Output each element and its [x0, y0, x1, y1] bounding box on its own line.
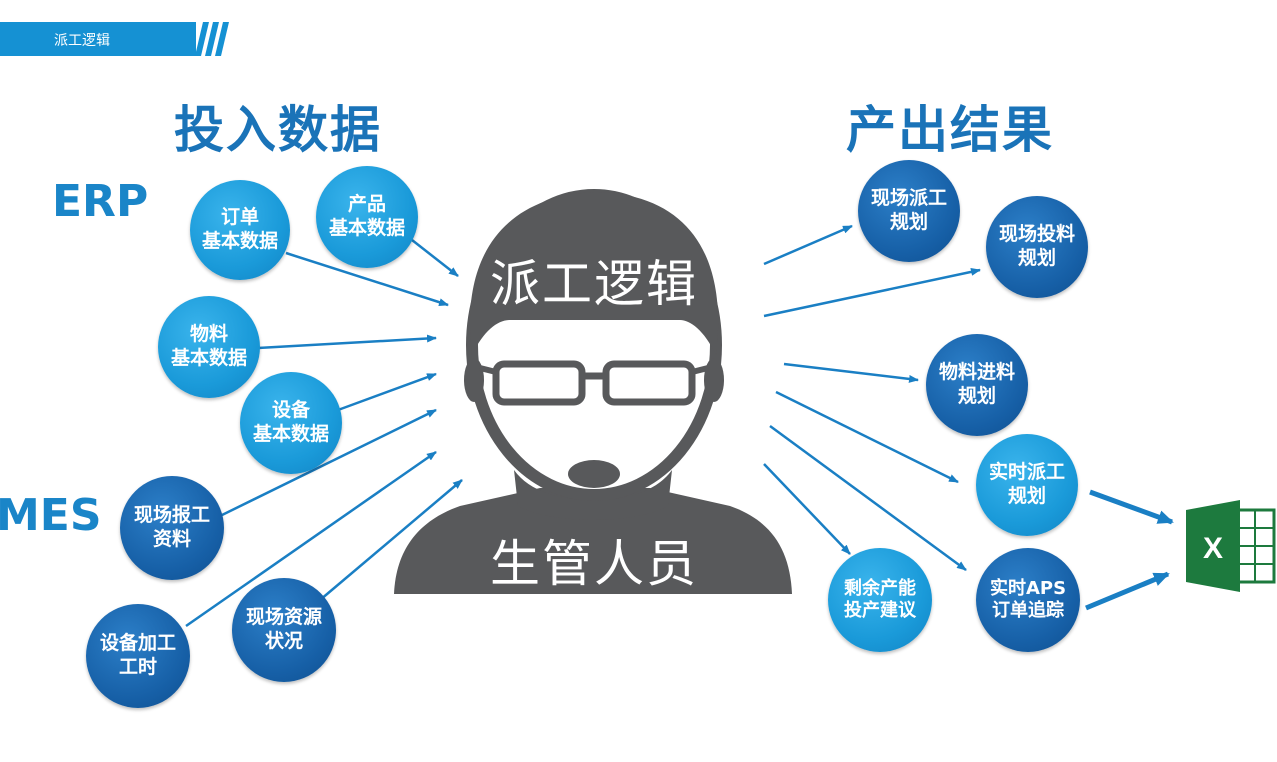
bubble-line1: 现场投料	[998, 223, 1075, 246]
arrow-realtime-dispatch	[775, 390, 959, 484]
center-body-text: 生管人员	[490, 535, 698, 593]
excel-arrows	[1085, 489, 1174, 611]
bubble-line1: 产品	[347, 193, 386, 216]
bubble-line1: 现场报工	[133, 504, 210, 527]
bubble-line1: 剩余产能	[844, 577, 916, 599]
input-bubble-order: 订单 基本数据	[190, 180, 290, 280]
bubble-line1: 设备	[271, 399, 310, 422]
bubble-line1: 设备加工	[99, 632, 176, 655]
bubble-line2: 规划	[1007, 485, 1046, 507]
output-bubble-realtime-dispatch: 实时派工 规划	[976, 434, 1078, 536]
bubble-line2: 订单追踪	[992, 600, 1064, 621]
output-title: 产出结果	[846, 101, 1054, 159]
arrow-material	[257, 334, 437, 350]
person-ear-left	[464, 358, 484, 402]
arrow-equipment	[337, 372, 437, 412]
bubble-line1: 订单	[220, 206, 259, 229]
input-bubble-resource: 现场资源 状况	[232, 578, 336, 682]
output-bubble-dispatch: 现场派工 规划	[858, 160, 960, 262]
person-ear-right	[704, 358, 724, 402]
bubble-line1: 实时派工	[988, 461, 1065, 484]
center-head-text: 派工逻辑	[490, 255, 698, 313]
bubble-line2: 投产建议	[844, 600, 916, 621]
bubble-line2: 基本数据	[170, 347, 247, 369]
person-illustration	[394, 189, 792, 594]
header-stripes	[195, 22, 229, 56]
arrow-dispatch	[763, 224, 853, 266]
bubble-line1: 实时APS	[989, 577, 1067, 599]
arrow-aps	[769, 424, 967, 572]
excel-icon-letter: X	[1203, 532, 1223, 565]
output-bubble-feeding: 现场投料 规划	[986, 196, 1088, 298]
input-bubble-equipment: 设备 基本数据	[240, 372, 342, 474]
glasses-icon	[479, 360, 709, 406]
input-arrows	[185, 239, 463, 628]
bubble-line2: 基本数据	[201, 230, 278, 252]
person-beard	[568, 460, 620, 488]
source-erp: ERP	[52, 176, 149, 227]
arrow-report	[219, 408, 437, 518]
bubble-line2: 规划	[957, 385, 996, 407]
excel-icon: X	[1186, 500, 1276, 592]
arrow-product	[411, 239, 459, 277]
arrow-feeding	[763, 267, 981, 318]
person-body	[394, 488, 792, 594]
person-neck	[514, 470, 672, 520]
output-bubble-incoming: 物料进料 规划	[926, 334, 1028, 436]
bubble-line2: 资料	[152, 528, 191, 550]
input-bubble-material: 物料 基本数据	[158, 296, 260, 398]
input-bubble-report: 现场报工 资料	[120, 476, 224, 580]
person-hair	[469, 192, 719, 355]
input-title: 投入数据	[174, 101, 382, 159]
arrow-to-excel-1	[1089, 489, 1174, 525]
output-bubble-capacity: 剩余产能 投产建议	[828, 548, 932, 652]
bubble-line2: 规划	[1017, 247, 1056, 269]
source-mes: MES	[0, 490, 102, 541]
bubble-line1: 现场派工	[870, 187, 947, 210]
bubble-line2: 基本数据	[252, 423, 329, 445]
bubble-line1: 物料	[189, 323, 228, 346]
input-bubble-machining: 设备加工 工时	[86, 604, 190, 708]
bubble-line1: 物料进料	[938, 361, 1015, 384]
arrow-to-excel-2	[1085, 571, 1170, 611]
bubble-line2: 工时	[118, 656, 157, 678]
arrow-machining	[185, 450, 437, 628]
arrow-incoming	[783, 362, 919, 383]
output-arrows	[763, 224, 981, 572]
input-bubble-product: 产品 基本数据	[316, 166, 418, 268]
bubble-line2: 规划	[889, 211, 928, 233]
header-tab-label: 派工逻辑	[54, 33, 110, 49]
bubble-line2: 状况	[264, 630, 303, 652]
bubble-line1: 现场资源	[245, 606, 322, 629]
bubble-line2: 基本数据	[328, 217, 405, 239]
arrow-capacity	[763, 463, 851, 555]
header-tab	[0, 22, 196, 56]
arrow-resource	[319, 479, 463, 601]
arrow-order	[285, 251, 449, 307]
output-bubble-aps: 实时APS 订单追踪	[976, 548, 1080, 652]
